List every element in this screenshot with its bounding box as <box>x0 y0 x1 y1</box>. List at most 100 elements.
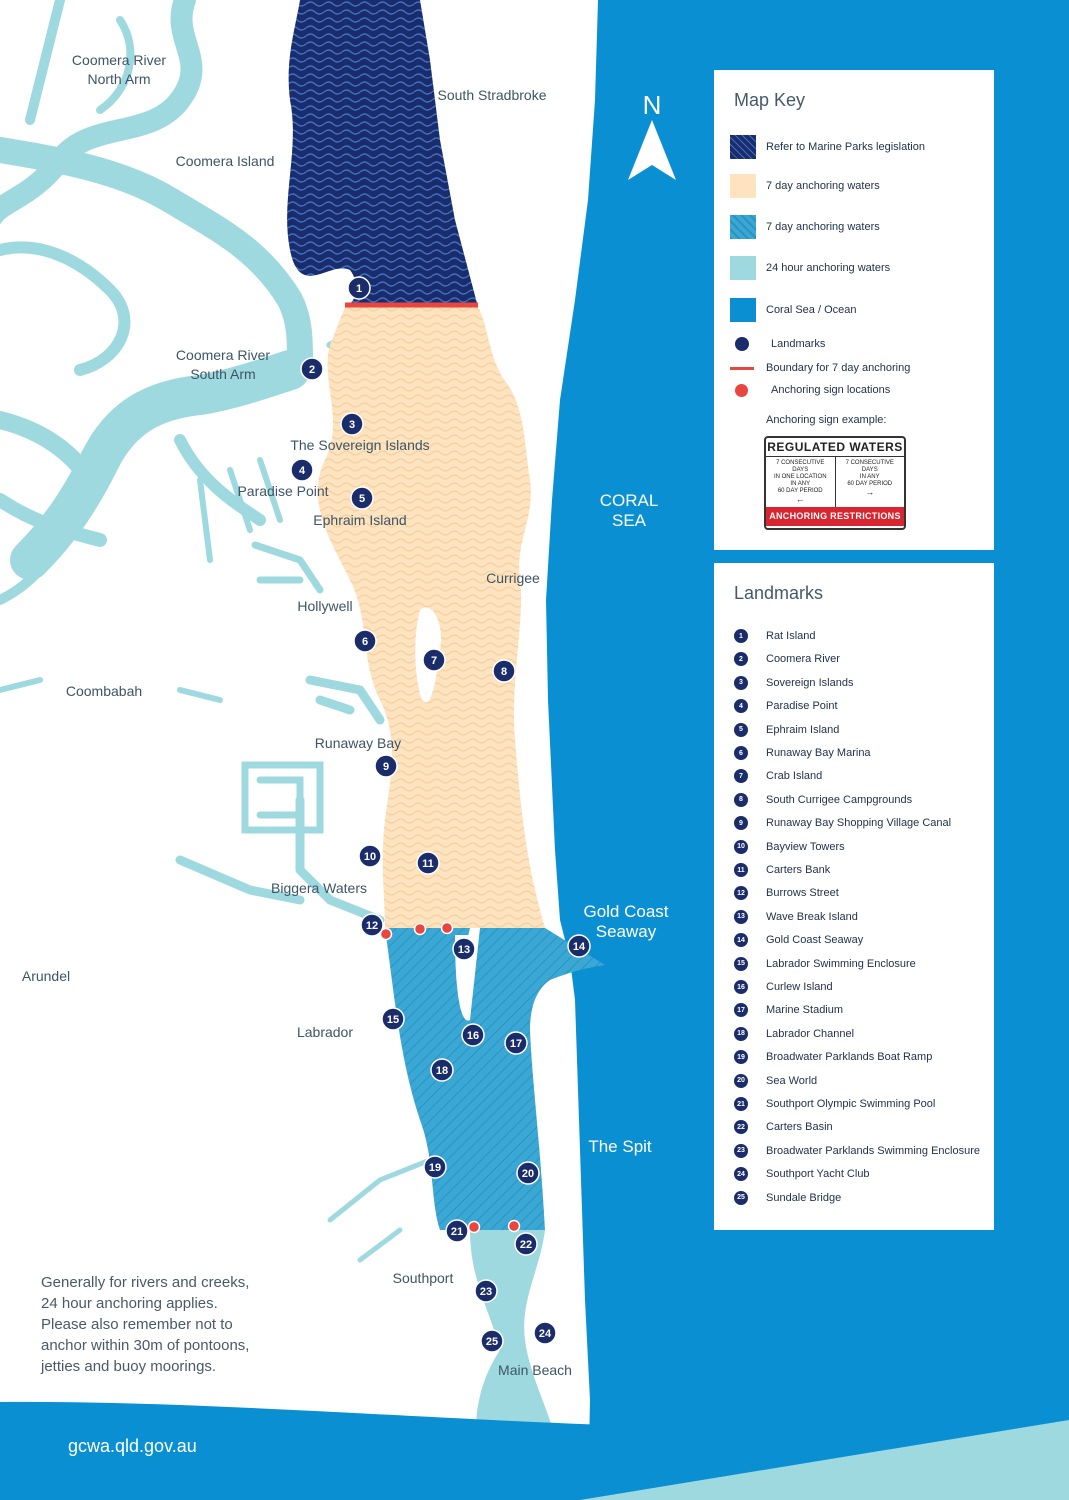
place-label: South Arm <box>190 366 255 382</box>
landmark-marker[interactable]: 25 <box>480 1329 504 1353</box>
landmark-marker[interactable]: 2 <box>300 357 324 381</box>
landmark-marker[interactable]: 14 <box>567 934 591 958</box>
landmark-marker[interactable]: 12 <box>360 913 384 937</box>
landmark-label: Bayview Towers <box>766 840 845 853</box>
landmark-list-item[interactable]: 10 Bayview Towers <box>734 839 845 855</box>
landmark-marker[interactable]: 1 <box>347 276 371 300</box>
place-label: Coombabah <box>66 683 142 699</box>
anchoring-sign-example: REGULATED WATERS 7 CONSECUTIVE DAYS IN O… <box>764 436 906 530</box>
landmark-marker[interactable]: 3 <box>340 412 364 436</box>
place-label: Currigee <box>486 570 540 586</box>
landmark-marker[interactable]: 22 <box>514 1232 538 1256</box>
landmark-number-badge: 1 <box>734 629 748 643</box>
anchoring-sign-marker[interactable] <box>440 921 454 935</box>
landmark-label: Broadwater Parklands Boat Ramp <box>766 1051 933 1064</box>
landmark-marker[interactable]: 18 <box>430 1058 454 1082</box>
svg-text:9: 9 <box>383 761 389 773</box>
landmark-list-item[interactable]: 7 Crab Island <box>734 768 822 784</box>
landmark-list-item[interactable]: 24 Southport Yacht Club <box>734 1166 870 1182</box>
landmark-marker[interactable]: 4 <box>290 458 314 482</box>
landmarks-title: Landmarks <box>734 583 824 603</box>
landmark-label: Ephraim Island <box>766 723 840 736</box>
anchoring-sign-marker[interactable] <box>467 1220 481 1234</box>
coral-sea-label: CORAL <box>600 491 659 510</box>
boundary-line-icon <box>730 366 754 370</box>
anchoring-sign-markers <box>379 921 521 1234</box>
key-item-label: 7 day anchoring waters <box>766 180 880 192</box>
landmark-label: Gold Coast Seaway <box>766 934 864 947</box>
landmark-marker[interactable]: 13 <box>452 937 476 961</box>
landmark-marker[interactable]: 20 <box>516 1161 540 1185</box>
landmark-marker[interactable]: 8 <box>492 659 516 683</box>
landmark-marker[interactable]: 21 <box>445 1219 469 1243</box>
landmark-number-badge: 7 <box>734 769 748 784</box>
landmark-marker[interactable]: 15 <box>381 1007 405 1031</box>
landmark-marker[interactable]: 10 <box>358 844 382 868</box>
landmark-marker[interactable]: 9 <box>374 754 398 778</box>
svg-text:12: 12 <box>366 920 378 932</box>
landmark-marker[interactable]: 24 <box>533 1321 557 1345</box>
sign-footer: ANCHORING RESTRICTIONS <box>766 507 904 526</box>
landmark-number-badge: 24 <box>734 1167 748 1182</box>
landmark-label: Paradise Point <box>766 700 838 713</box>
anchoring-sign-marker[interactable] <box>413 922 427 936</box>
svg-text:5: 5 <box>359 493 365 505</box>
svg-text:7: 7 <box>431 655 437 667</box>
key-item-label: Coral Sea / Ocean <box>766 304 857 316</box>
website-link[interactable]: gcwa.qld.gov.au <box>68 1436 197 1456</box>
landmark-marker[interactable]: 16 <box>461 1023 485 1047</box>
landmark-label: Curlew Island <box>766 981 833 993</box>
landmark-marker[interactable]: 23 <box>474 1279 498 1303</box>
landmark-marker[interactable]: 7 <box>422 648 446 672</box>
ocean-swatch <box>730 298 756 322</box>
anchoring-sign-marker[interactable] <box>379 927 393 941</box>
place-label: Labrador <box>297 1024 353 1040</box>
sign-header: REGULATED WATERS <box>767 440 903 454</box>
landmark-marker[interactable]: 5 <box>350 486 374 510</box>
svg-text:13: 13 <box>458 944 470 956</box>
landmark-marker[interactable]: 6 <box>353 629 377 653</box>
anchoring-note: Generally for rivers and creeks, 24 hour… <box>41 1272 301 1377</box>
landmark-marker[interactable]: 19 <box>423 1155 447 1179</box>
svg-text:8: 8 <box>501 666 507 678</box>
landmark-marker[interactable]: 11 <box>416 851 440 875</box>
anchoring-sign-marker[interactable] <box>507 1219 521 1233</box>
landmark-number-badge: 18 <box>734 1026 748 1041</box>
landmark-label: Marine Stadium <box>766 1004 844 1017</box>
landmark-markers: 1 2 3 4 5 6 7 8 9 10 11 12 13 14 15 16 1… <box>290 276 591 1353</box>
svg-text:14: 14 <box>573 941 586 953</box>
svg-text:23: 23 <box>480 1286 492 1298</box>
landmark-number-badge: 10 <box>734 839 748 854</box>
landmark-label: Southport Yacht Club <box>766 1168 870 1181</box>
key-item-label: 24 hour anchoring waters <box>766 262 891 274</box>
landmark-marker[interactable]: 17 <box>504 1031 528 1055</box>
landmark-label: Crab Island <box>766 770 823 783</box>
svg-text:19: 19 <box>429 1162 441 1174</box>
svg-text:3: 3 <box>349 419 355 431</box>
landmark-label: Southport Olympic Swimming Pool <box>766 1098 936 1110</box>
place-label: Biggera Waters <box>271 880 367 896</box>
